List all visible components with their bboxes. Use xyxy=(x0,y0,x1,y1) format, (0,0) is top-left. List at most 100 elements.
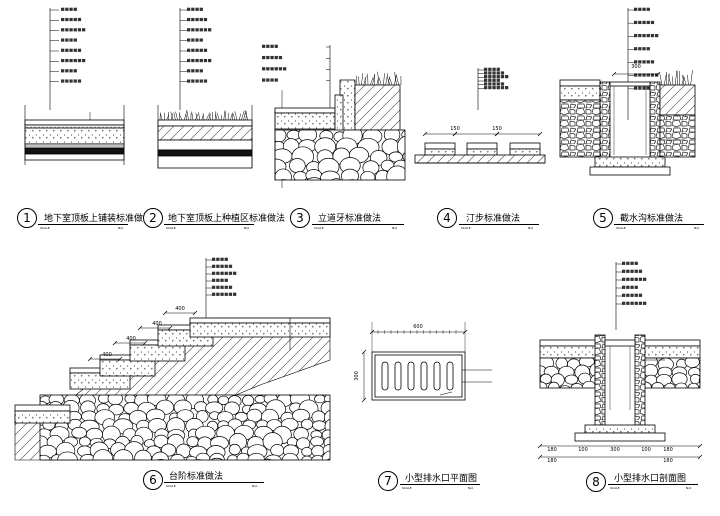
note-glyph xyxy=(500,86,505,90)
cobble xyxy=(185,456,198,460)
cobble xyxy=(701,356,714,369)
cobble xyxy=(386,165,405,180)
dim-text: 400 xyxy=(152,321,162,327)
dim-tick xyxy=(361,349,367,355)
note-glyph xyxy=(191,79,195,83)
cobble xyxy=(305,463,315,472)
note-glyph xyxy=(484,86,488,90)
note-glyph xyxy=(626,285,630,289)
note-glyph xyxy=(191,48,195,52)
note-glyph xyxy=(69,7,73,11)
dim-text: 400 xyxy=(175,306,185,312)
grate-slot xyxy=(407,361,415,391)
concrete-base xyxy=(274,112,336,130)
note-glyph xyxy=(643,301,647,305)
cobble xyxy=(331,178,342,180)
structure xyxy=(24,153,125,161)
note-glyph xyxy=(496,78,500,82)
note-glyph xyxy=(492,67,496,71)
cobble xyxy=(383,179,390,180)
stone-base xyxy=(424,148,456,156)
masonry xyxy=(559,99,601,158)
note-glyph xyxy=(492,86,496,90)
scale-label: SCALE xyxy=(402,486,412,490)
note-glyph xyxy=(634,301,638,305)
scale-label: SCALE xyxy=(166,226,176,230)
note-glyph xyxy=(626,277,630,281)
note-glyph xyxy=(634,20,638,25)
note-glyph xyxy=(220,264,224,268)
detail-title: 汀步标准做法 xyxy=(466,214,521,224)
note-glyph xyxy=(266,78,270,82)
cobble xyxy=(564,374,579,385)
note-glyph xyxy=(224,285,228,289)
caption-rule xyxy=(608,484,698,485)
cobble-group xyxy=(275,130,405,180)
note-glyph xyxy=(638,277,643,281)
drain-wall xyxy=(634,334,646,426)
dim-tick xyxy=(452,131,458,137)
note-glyph xyxy=(82,28,86,32)
dim-tick xyxy=(697,454,703,460)
note-glyph xyxy=(199,58,203,63)
note-glyph xyxy=(208,58,212,63)
note-glyph xyxy=(69,69,73,73)
note-glyph xyxy=(262,67,266,71)
scale-value: N/A xyxy=(118,226,124,230)
cobble xyxy=(209,457,224,460)
note-glyph xyxy=(262,55,266,60)
note-glyph xyxy=(634,7,638,11)
note-glyph xyxy=(208,28,212,32)
note-glyph xyxy=(65,79,69,83)
scale-label: SCALE xyxy=(616,226,626,230)
detail-number: 8 xyxy=(586,472,606,492)
cobble xyxy=(311,445,325,458)
cobble xyxy=(645,381,652,388)
note-glyph xyxy=(195,7,199,11)
note-glyph xyxy=(69,28,73,32)
cobble xyxy=(306,177,323,180)
cobble xyxy=(124,395,137,404)
note-glyph xyxy=(505,75,509,79)
scale-value: N/A xyxy=(244,226,250,230)
topsoil xyxy=(157,119,253,127)
cobble xyxy=(589,363,595,378)
dim-tick xyxy=(655,71,661,77)
concrete-base xyxy=(559,85,601,101)
note-glyph xyxy=(634,293,638,297)
note-glyph xyxy=(630,277,634,281)
note-glyph xyxy=(61,17,65,22)
note-glyph xyxy=(642,60,646,64)
note-glyph xyxy=(187,48,191,52)
note-glyph xyxy=(630,269,634,273)
grass xyxy=(659,70,693,86)
note-glyph xyxy=(199,79,203,83)
cobble xyxy=(291,462,303,472)
dim-tick xyxy=(162,310,168,316)
note-glyph xyxy=(187,17,191,22)
dim-tick xyxy=(112,340,118,346)
note-glyph xyxy=(622,293,626,297)
note-glyph xyxy=(224,264,228,268)
detail-title: 台阶标准做法 xyxy=(169,472,224,482)
note-glyph xyxy=(195,58,199,63)
cobble xyxy=(247,452,265,460)
drain-wall xyxy=(599,81,611,158)
dim-tick xyxy=(117,356,123,362)
note-glyph xyxy=(199,28,203,32)
note-glyph xyxy=(216,278,220,282)
detail-number: 3 xyxy=(290,208,310,228)
note-glyph xyxy=(270,44,274,48)
grate-slot xyxy=(446,361,454,391)
dim-text: 600 xyxy=(413,324,423,330)
note-glyph xyxy=(69,38,73,42)
note-glyph xyxy=(69,17,73,22)
drain-wall xyxy=(649,81,661,158)
note-glyph xyxy=(642,20,646,25)
note-glyph xyxy=(634,33,638,38)
cobble xyxy=(262,458,273,460)
cobble xyxy=(186,436,199,447)
dim-tick xyxy=(537,131,543,137)
dim-text: 180 xyxy=(663,458,673,464)
note-glyph xyxy=(638,86,642,90)
